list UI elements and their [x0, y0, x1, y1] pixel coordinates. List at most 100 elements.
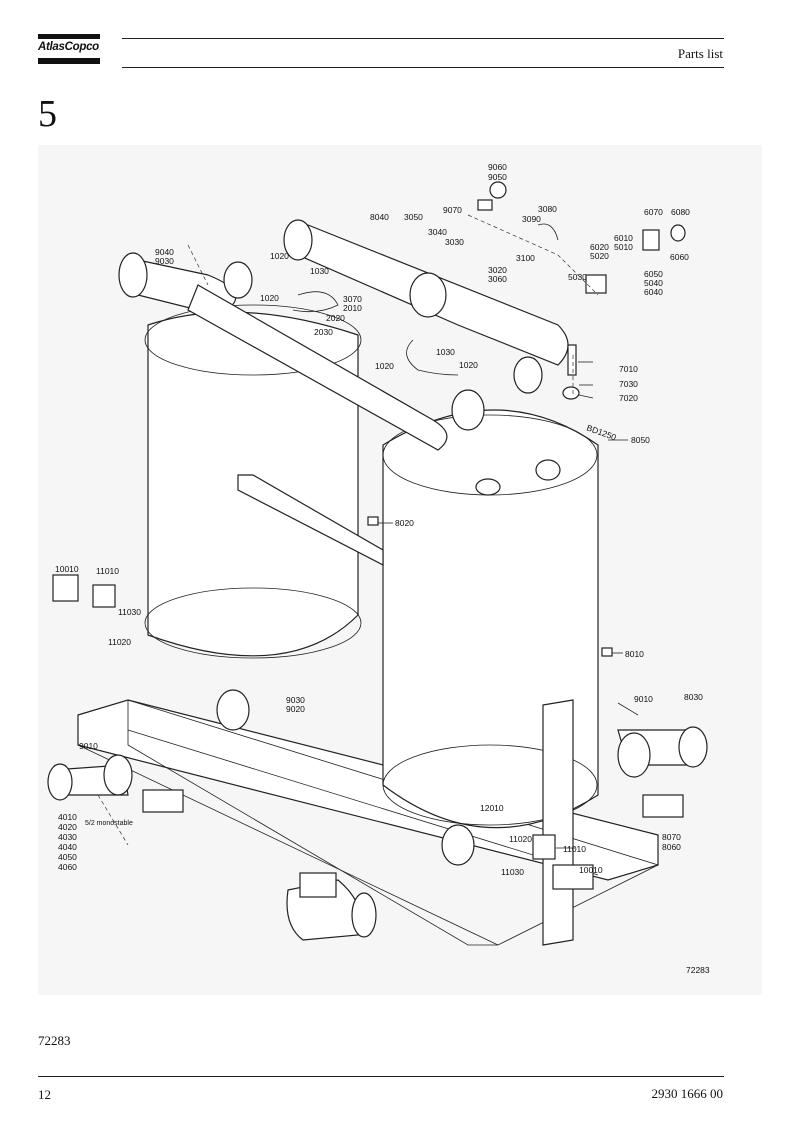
callout: 9070 [443, 205, 462, 215]
callout: 3070 [343, 294, 362, 304]
callout: 9010 [79, 741, 98, 751]
top-flange [283, 219, 313, 261]
hose-right [406, 339, 459, 376]
silencer-10010-right [552, 864, 594, 890]
callout: 9060 [488, 162, 507, 172]
solenoid-valve-5030 [585, 274, 607, 294]
callout: 1020 [270, 251, 289, 261]
silencer-10010-left [52, 574, 79, 602]
callout: 8070 [662, 832, 681, 842]
callout: 1020 [459, 360, 478, 370]
part-callouts: 9060 9050 9070 3080 8040 3050 3090 6070 … [55, 162, 703, 877]
callout: 5020 [590, 251, 609, 261]
callout: 3020 [488, 265, 507, 275]
drawing-id-label: 72283 [686, 965, 710, 975]
dryer-assembly-illustration [47, 181, 708, 946]
crossover-pipe [187, 284, 448, 451]
header-rule-bottom [122, 67, 724, 68]
left-vessel-bottom [144, 587, 362, 659]
page-title: Parts list [677, 46, 723, 61]
outlet-flange-2 [617, 732, 651, 778]
callout: 1020 [260, 293, 279, 303]
callout: 9030 [286, 695, 305, 705]
label-8020 [367, 516, 379, 526]
bottom-mid-flange [216, 689, 250, 731]
callout: 2030 [314, 327, 333, 337]
callout: 2020 [326, 313, 345, 323]
header-rule-top [122, 38, 724, 39]
right-vessel-bottom [382, 744, 598, 826]
document-number: 2930 1666 00 [651, 1086, 724, 1101]
callout: 11030 [118, 607, 141, 617]
callout: 9010 [634, 694, 653, 704]
brand-name: AtlasCopco [38, 41, 99, 53]
callout: 4010 [58, 812, 77, 822]
callout: 6070 [644, 207, 663, 217]
left-vessel-top [144, 304, 362, 376]
explode-line-3 [97, 794, 129, 846]
fitting-9070 [477, 199, 493, 211]
callout: 11020 [108, 637, 131, 647]
base-rail-inner [127, 729, 599, 876]
callout: 11010 [563, 844, 586, 854]
callout: 6050 [644, 269, 663, 279]
callout: 5/2 monostable [85, 820, 133, 827]
hose-left [292, 291, 339, 313]
cable-3080 [537, 223, 559, 241]
callout: 1030 [436, 347, 455, 357]
callout: 3030 [445, 237, 464, 247]
callout: 9020 [286, 704, 305, 714]
callout: 3090 [522, 214, 541, 224]
callout: 9050 [488, 172, 507, 182]
valve-11010-left [92, 584, 116, 608]
base-rail [77, 744, 499, 946]
vessel-lifting-lug [535, 459, 561, 481]
label-8010 [601, 647, 613, 657]
callout: 3100 [516, 253, 535, 263]
callout: 8040 [370, 212, 389, 222]
sensor-7010 [567, 344, 577, 376]
bottom-left-valve [142, 789, 184, 813]
callout: 6010 [614, 233, 633, 243]
page-number: 12 [38, 1087, 51, 1102]
callout: 4040 [58, 842, 77, 852]
vessel-port [475, 478, 501, 496]
exploded-parts-drawing: 9060 9050 9070 3080 8040 3050 3090 6070 … [38, 145, 762, 995]
callout: 2010 [343, 303, 362, 313]
atlas-copco-logo: AtlasCopco [38, 34, 100, 66]
right-top-flange [451, 389, 485, 431]
data-plate-8070 [642, 794, 684, 818]
footer-rule [38, 1076, 724, 1077]
logo-top-bar [38, 34, 100, 39]
callout: 11030 [501, 867, 524, 877]
callout: 1020 [375, 361, 394, 371]
callout: 8010 [625, 649, 644, 659]
callout: 4060 [58, 862, 77, 872]
callout: 7020 [619, 393, 638, 403]
callout: 7030 [619, 379, 638, 389]
callout: 3080 [538, 204, 557, 214]
inlet-flange [118, 252, 148, 298]
bottom-right-flange [441, 824, 475, 866]
figure-reference: 72283 [38, 1033, 71, 1048]
cap-6080 [670, 224, 686, 242]
callout: 12010 [480, 803, 504, 813]
valve-11010-right [532, 834, 556, 860]
callout: 8030 [684, 692, 703, 702]
mid-flange [409, 272, 447, 318]
callout: 4030 [58, 832, 77, 842]
callout: 10010 [55, 564, 79, 574]
leader-lines [378, 361, 639, 849]
fitting-9060 [489, 181, 507, 199]
callout: 1030 [310, 266, 329, 276]
support-beam [237, 474, 384, 566]
section-number: 5 [38, 93, 57, 135]
callout: 8060 [662, 842, 681, 852]
callout: 10010 [579, 865, 603, 875]
callout: 4020 [58, 822, 77, 832]
explode-line-2 [187, 244, 209, 286]
callout: 6040 [644, 287, 663, 297]
callout: 6020 [590, 242, 609, 252]
callout: 9040 [155, 247, 174, 257]
bottom-centre-flange [351, 892, 377, 938]
